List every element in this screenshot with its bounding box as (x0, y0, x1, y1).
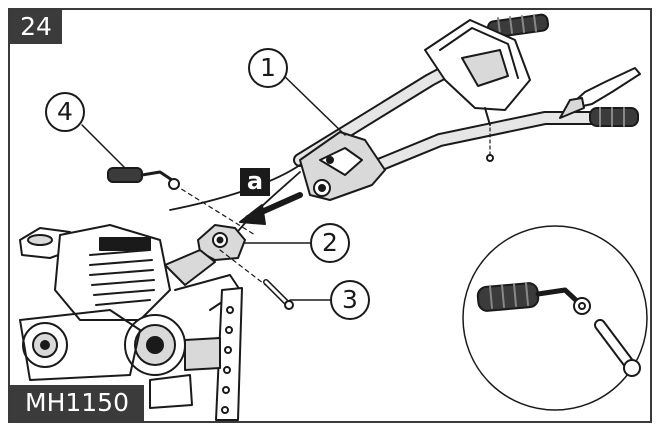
tiller-body (19, 224, 243, 421)
detail-inset (462, 225, 648, 411)
direction-arrow (239, 192, 303, 225)
handlebar-assembly (169, 13, 641, 236)
step-number-badge: 24 (10, 10, 62, 44)
lever-part (107, 167, 180, 190)
lower-grip (559, 67, 641, 127)
model-name-badge: MH1150 (10, 385, 144, 421)
callout-1: 1 (248, 48, 288, 88)
handle-bracket (299, 131, 386, 201)
pivot-mount (197, 224, 246, 261)
arrow-label-a: a (240, 168, 270, 196)
callout-3: 3 (330, 280, 370, 320)
callout-4: 4 (45, 92, 85, 132)
bolt-part (263, 279, 294, 310)
figure-frame (8, 8, 652, 423)
control-box (424, 19, 531, 162)
callout-2: 2 (310, 223, 350, 263)
